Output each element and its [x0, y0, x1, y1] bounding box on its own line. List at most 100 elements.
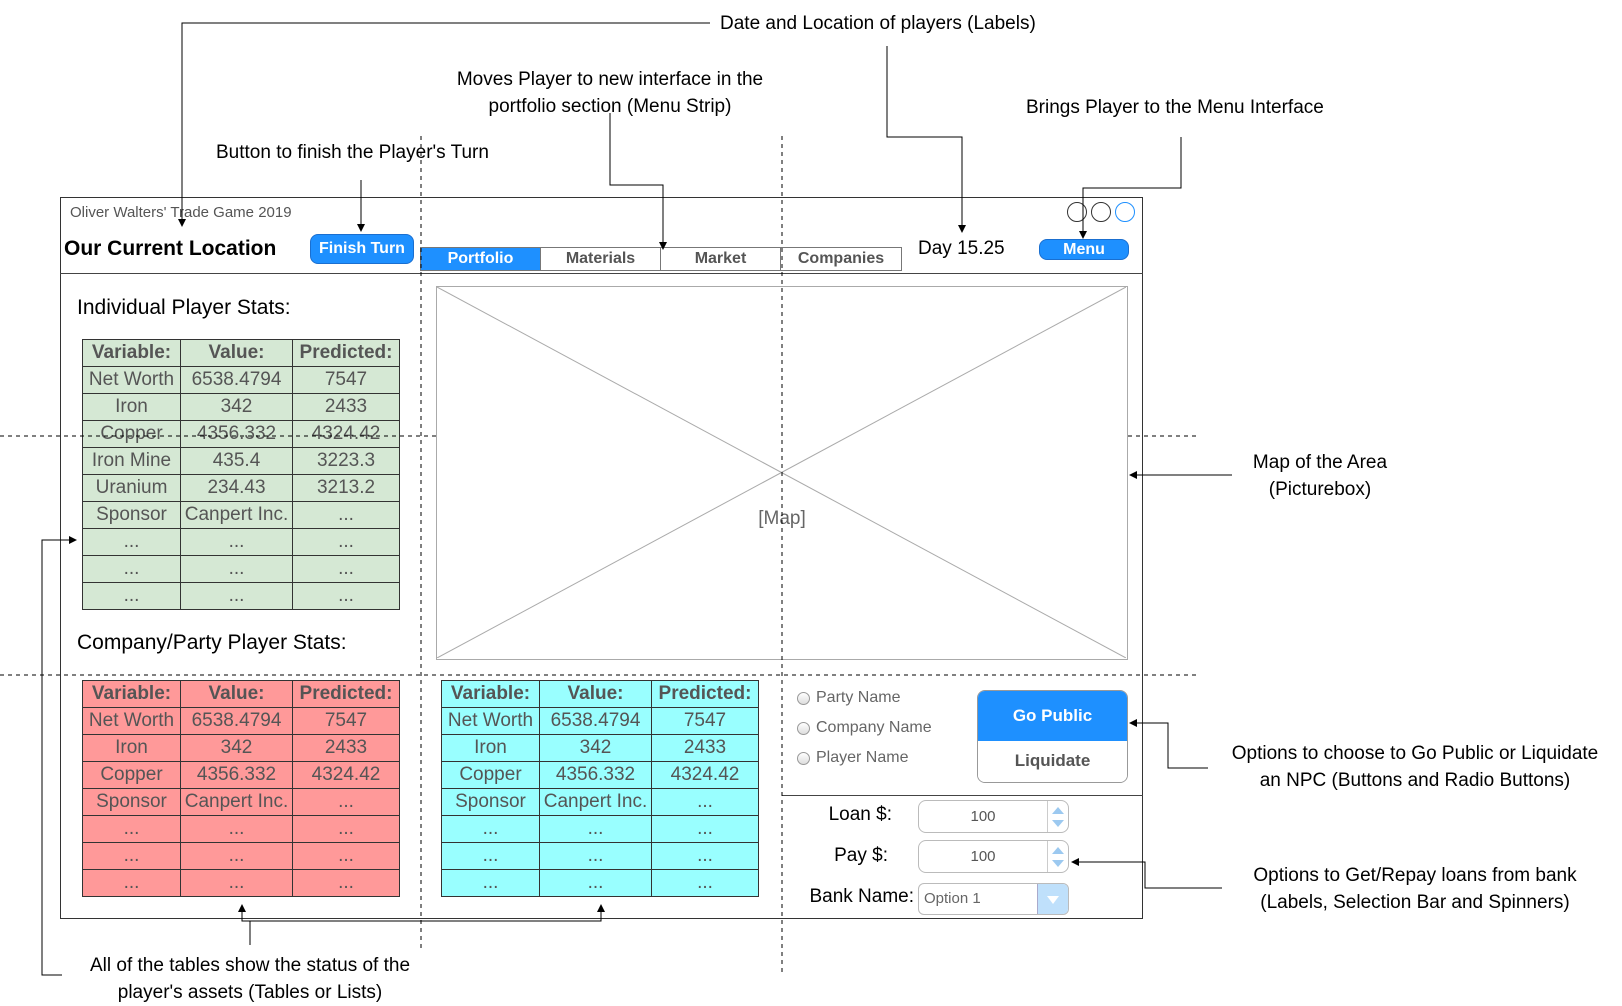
radio-player-name[interactable]: Player Name	[797, 749, 908, 767]
column-header: Value:	[539, 680, 652, 708]
annotation-go-public-line2: an NPC (Buttons and Radio Buttons)	[1259, 770, 1571, 791]
column-header: Value:	[180, 680, 293, 708]
bank-name-select[interactable]: Option 1	[918, 883, 1069, 915]
annotation-menu-strip-line2: portfolio section (Menu Strip)	[488, 96, 732, 117]
table-cell: Sponsor	[441, 788, 540, 816]
spinner-up-icon[interactable]	[1052, 847, 1064, 854]
tab-portfolio[interactable]: Portfolio	[421, 248, 541, 270]
window-minimize-button[interactable]	[1091, 202, 1111, 222]
annotation-menu-strip-line1: Moves Player to new interface in the	[456, 69, 764, 90]
table-row: .........	[441, 815, 759, 843]
table-cell: ...	[82, 582, 181, 610]
spinner-arrows	[1047, 801, 1068, 832]
table-cell: Net Worth	[441, 707, 540, 735]
spinner-down-icon[interactable]	[1052, 820, 1064, 827]
radio-party-name[interactable]: Party Name	[797, 689, 900, 707]
table-cell: ...	[292, 869, 400, 897]
table-row: .........	[441, 842, 759, 870]
table-row: .........	[82, 582, 400, 610]
table-cell: ...	[180, 555, 293, 583]
annotation-tables: All of the tables show the status of the…	[75, 952, 425, 1006]
annotation-finish-turn: Button to finish the Player's Turn	[216, 142, 489, 163]
loan-label: Loan $:	[828, 804, 892, 825]
table-cell: 6538.4794	[180, 707, 293, 735]
map-picturebox[interactable]	[436, 286, 1128, 660]
bank-divider	[782, 795, 1143, 796]
annotation-loans: Options to Get/Repay loans from bank (La…	[1235, 862, 1595, 916]
window-close-button[interactable]	[1067, 202, 1087, 222]
table-cell: ...	[651, 842, 759, 870]
table-row: .........	[441, 869, 759, 897]
table-cell: 435.4	[180, 447, 293, 475]
table-cell: ...	[539, 815, 652, 843]
table-cell: ...	[292, 582, 400, 610]
spinner-up-icon[interactable]	[1052, 807, 1064, 814]
bank-name-label: Bank Name:	[809, 886, 914, 907]
annotation-loans-line2: (Labels, Selection Bar and Spinners)	[1260, 892, 1570, 913]
table-row: .........	[82, 869, 400, 897]
table-cell: ...	[441, 815, 540, 843]
table-header-row: Variable: Value: Predicted:	[82, 680, 400, 708]
table-cell: 6538.4794	[180, 366, 293, 394]
annotation-tables-line2: player's assets (Tables or Lists)	[117, 982, 383, 1003]
pay-value[interactable]: 100	[970, 848, 996, 865]
annotation-go-public: Options to choose to Go Public or Liquid…	[1215, 740, 1615, 794]
table-cell: 7547	[651, 707, 759, 735]
table-cell: Net Worth	[82, 366, 181, 394]
column-header: Variable:	[82, 339, 181, 367]
menu-button[interactable]: Menu	[1039, 239, 1129, 260]
window-maximize-button[interactable]	[1115, 202, 1135, 222]
table-cell: ...	[292, 815, 400, 843]
go-public-button[interactable]: Go Public	[978, 691, 1127, 741]
table-cell: 4356.332	[180, 761, 293, 789]
radio-button-icon[interactable]	[797, 691, 810, 705]
column-header: Value:	[180, 339, 293, 367]
table-row: .........	[82, 815, 400, 843]
chevron-down-icon[interactable]	[1037, 884, 1068, 914]
annotation-menu-interface: Brings Player to the Menu Interface	[1026, 97, 1324, 118]
tab-companies[interactable]: Companies	[781, 248, 901, 270]
table-cell: Canpert Inc.	[539, 788, 652, 816]
radio-company-name[interactable]: Company Name	[797, 719, 932, 737]
loan-spinner[interactable]: 100	[918, 800, 1069, 833]
table-cell: 234.43	[180, 474, 293, 502]
table-cell: 7547	[292, 707, 400, 735]
table-cell: 2433	[651, 734, 759, 762]
radio-button-icon[interactable]	[797, 751, 810, 765]
loan-value[interactable]: 100	[970, 808, 996, 825]
tab-materials[interactable]: Materials	[541, 248, 661, 270]
table-cell: ...	[651, 788, 759, 816]
finish-turn-button[interactable]: Finish Turn	[310, 234, 414, 264]
table-cell: ...	[82, 842, 181, 870]
table-cell: 2433	[292, 734, 400, 762]
pay-spinner[interactable]: 100	[918, 840, 1069, 873]
map-label: [Map]	[758, 508, 806, 529]
table-cell: ...	[82, 555, 181, 583]
table-cell: Sponsor	[82, 788, 181, 816]
radio-button-icon[interactable]	[797, 721, 810, 735]
column-header: Variable:	[441, 680, 540, 708]
table-cell: ...	[292, 555, 400, 583]
column-header: Variable:	[82, 680, 181, 708]
table-cell: 4324.42	[651, 761, 759, 789]
table-cell: ...	[292, 842, 400, 870]
column-header: Predicted:	[651, 680, 759, 708]
table-cell: Iron Mine	[82, 447, 181, 475]
table-cell: ...	[651, 869, 759, 897]
table-cell: 6538.4794	[539, 707, 652, 735]
table-row: .........	[82, 842, 400, 870]
liquidate-button[interactable]: Liquidate	[978, 741, 1127, 782]
tab-market[interactable]: Market	[661, 248, 781, 270]
table-cell: 4356.332	[539, 761, 652, 789]
table-cell: ...	[180, 815, 293, 843]
spinner-down-icon[interactable]	[1052, 860, 1064, 867]
table-cell: 4324.42	[292, 420, 400, 448]
table-cell: 342	[180, 393, 293, 421]
